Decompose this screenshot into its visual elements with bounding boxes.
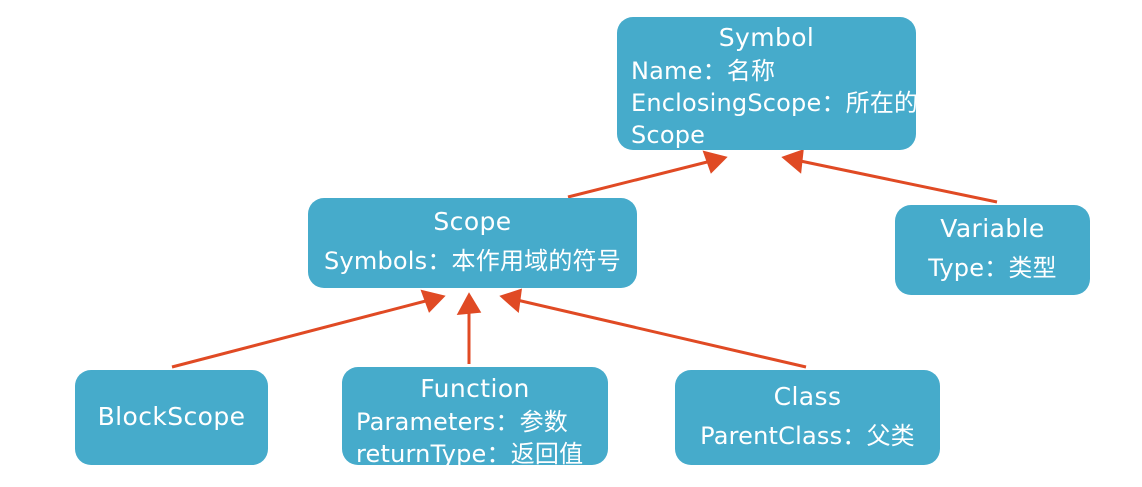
node-scope[interactable]: Scope Symbols：本作用域的符号 xyxy=(308,198,637,288)
node-scope-attribute-symbols: Symbols：本作用域的符号 xyxy=(324,247,621,276)
node-class-attributes: ParentClass：父类 xyxy=(689,415,926,453)
node-class[interactable]: Class ParentClass：父类 xyxy=(675,370,940,465)
node-symbol-attribute-enclosing-scope-cont: Scope xyxy=(631,120,706,149)
node-function-attribute-return-type: returnType：返回值 xyxy=(356,439,584,468)
node-variable-attributes: Type：类型 xyxy=(909,247,1076,285)
node-symbol-attributes: Name：名称 EnclosingScope：所在的 Scope xyxy=(631,56,918,152)
node-blockscope-title: BlockScope xyxy=(97,401,246,431)
node-scope-attributes: Symbols：本作用域的符号 xyxy=(322,240,623,278)
edge-scope-to-symbol xyxy=(567,150,728,199)
node-symbol-attribute-name: Name：名称 xyxy=(631,57,776,85)
edge-class-to-scope xyxy=(499,288,807,369)
node-class-title: Class xyxy=(773,381,842,411)
node-function-title: Function xyxy=(420,374,530,403)
node-class-attribute-parent-class: ParentClass：父类 xyxy=(700,421,915,450)
node-variable[interactable]: Variable Type：类型 xyxy=(895,205,1090,295)
node-function-attribute-parameters: Parameters：参数 xyxy=(356,408,568,436)
node-blockscope[interactable]: BlockScope xyxy=(75,370,268,465)
edge-variable-to-symbol xyxy=(781,149,998,204)
node-function-attributes: Parameters：参数 returnType：返回值 xyxy=(356,407,594,471)
node-scope-title: Scope xyxy=(433,207,512,237)
node-function[interactable]: Function Parameters：参数 returnType：返回值 xyxy=(342,367,608,468)
node-symbol-title: Symbol xyxy=(718,23,815,52)
node-variable-attribute-type: Type：类型 xyxy=(928,254,1057,283)
node-variable-title: Variable xyxy=(940,214,1045,244)
node-symbol-attribute-enclosing-scope: EnclosingScope：所在的 xyxy=(631,88,919,117)
node-symbol[interactable]: Symbol Name：名称 EnclosingScope：所在的 Scope xyxy=(617,17,918,152)
edge-blockscope-to-scope xyxy=(171,289,446,369)
